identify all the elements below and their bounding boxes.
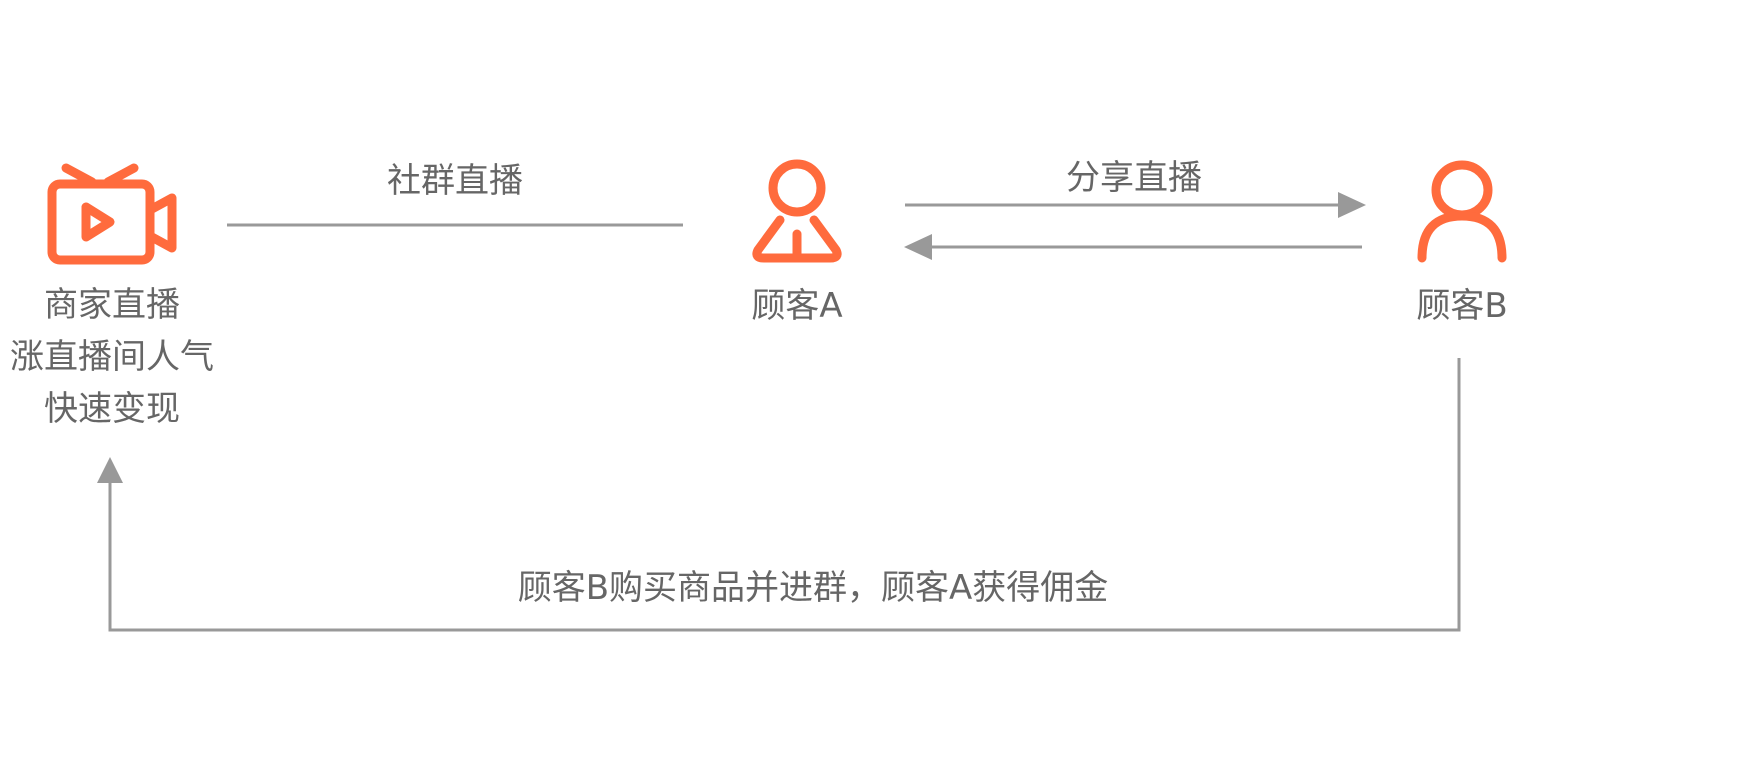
arrow-up-icon: [97, 457, 123, 483]
customer-a-label: 顾客A: [751, 286, 843, 326]
edge-b-to-merchant-line: [108, 358, 1461, 632]
person-icon: [752, 159, 842, 263]
live-video-camera-icon: [47, 163, 177, 265]
user-icon: [1417, 160, 1507, 263]
customer-b-label: 顾客B: [1416, 286, 1508, 326]
arrow-right-icon: [1338, 192, 1366, 218]
edge-b-to-merchant-label: 顾客B购买商品并进群，顾客A获得佣金: [517, 568, 1109, 608]
merchant-label-subtitle: 涨直播间人气: [10, 337, 214, 377]
edge-a-to-b-label: 分享直播: [1066, 158, 1202, 198]
edge-merchant-to-a-label: 社群直播: [387, 161, 523, 201]
arrow-left-icon: [904, 234, 932, 260]
merchant-label-title: 商家直播: [44, 285, 180, 325]
merchant-label-caption: 快速变现: [44, 389, 180, 429]
